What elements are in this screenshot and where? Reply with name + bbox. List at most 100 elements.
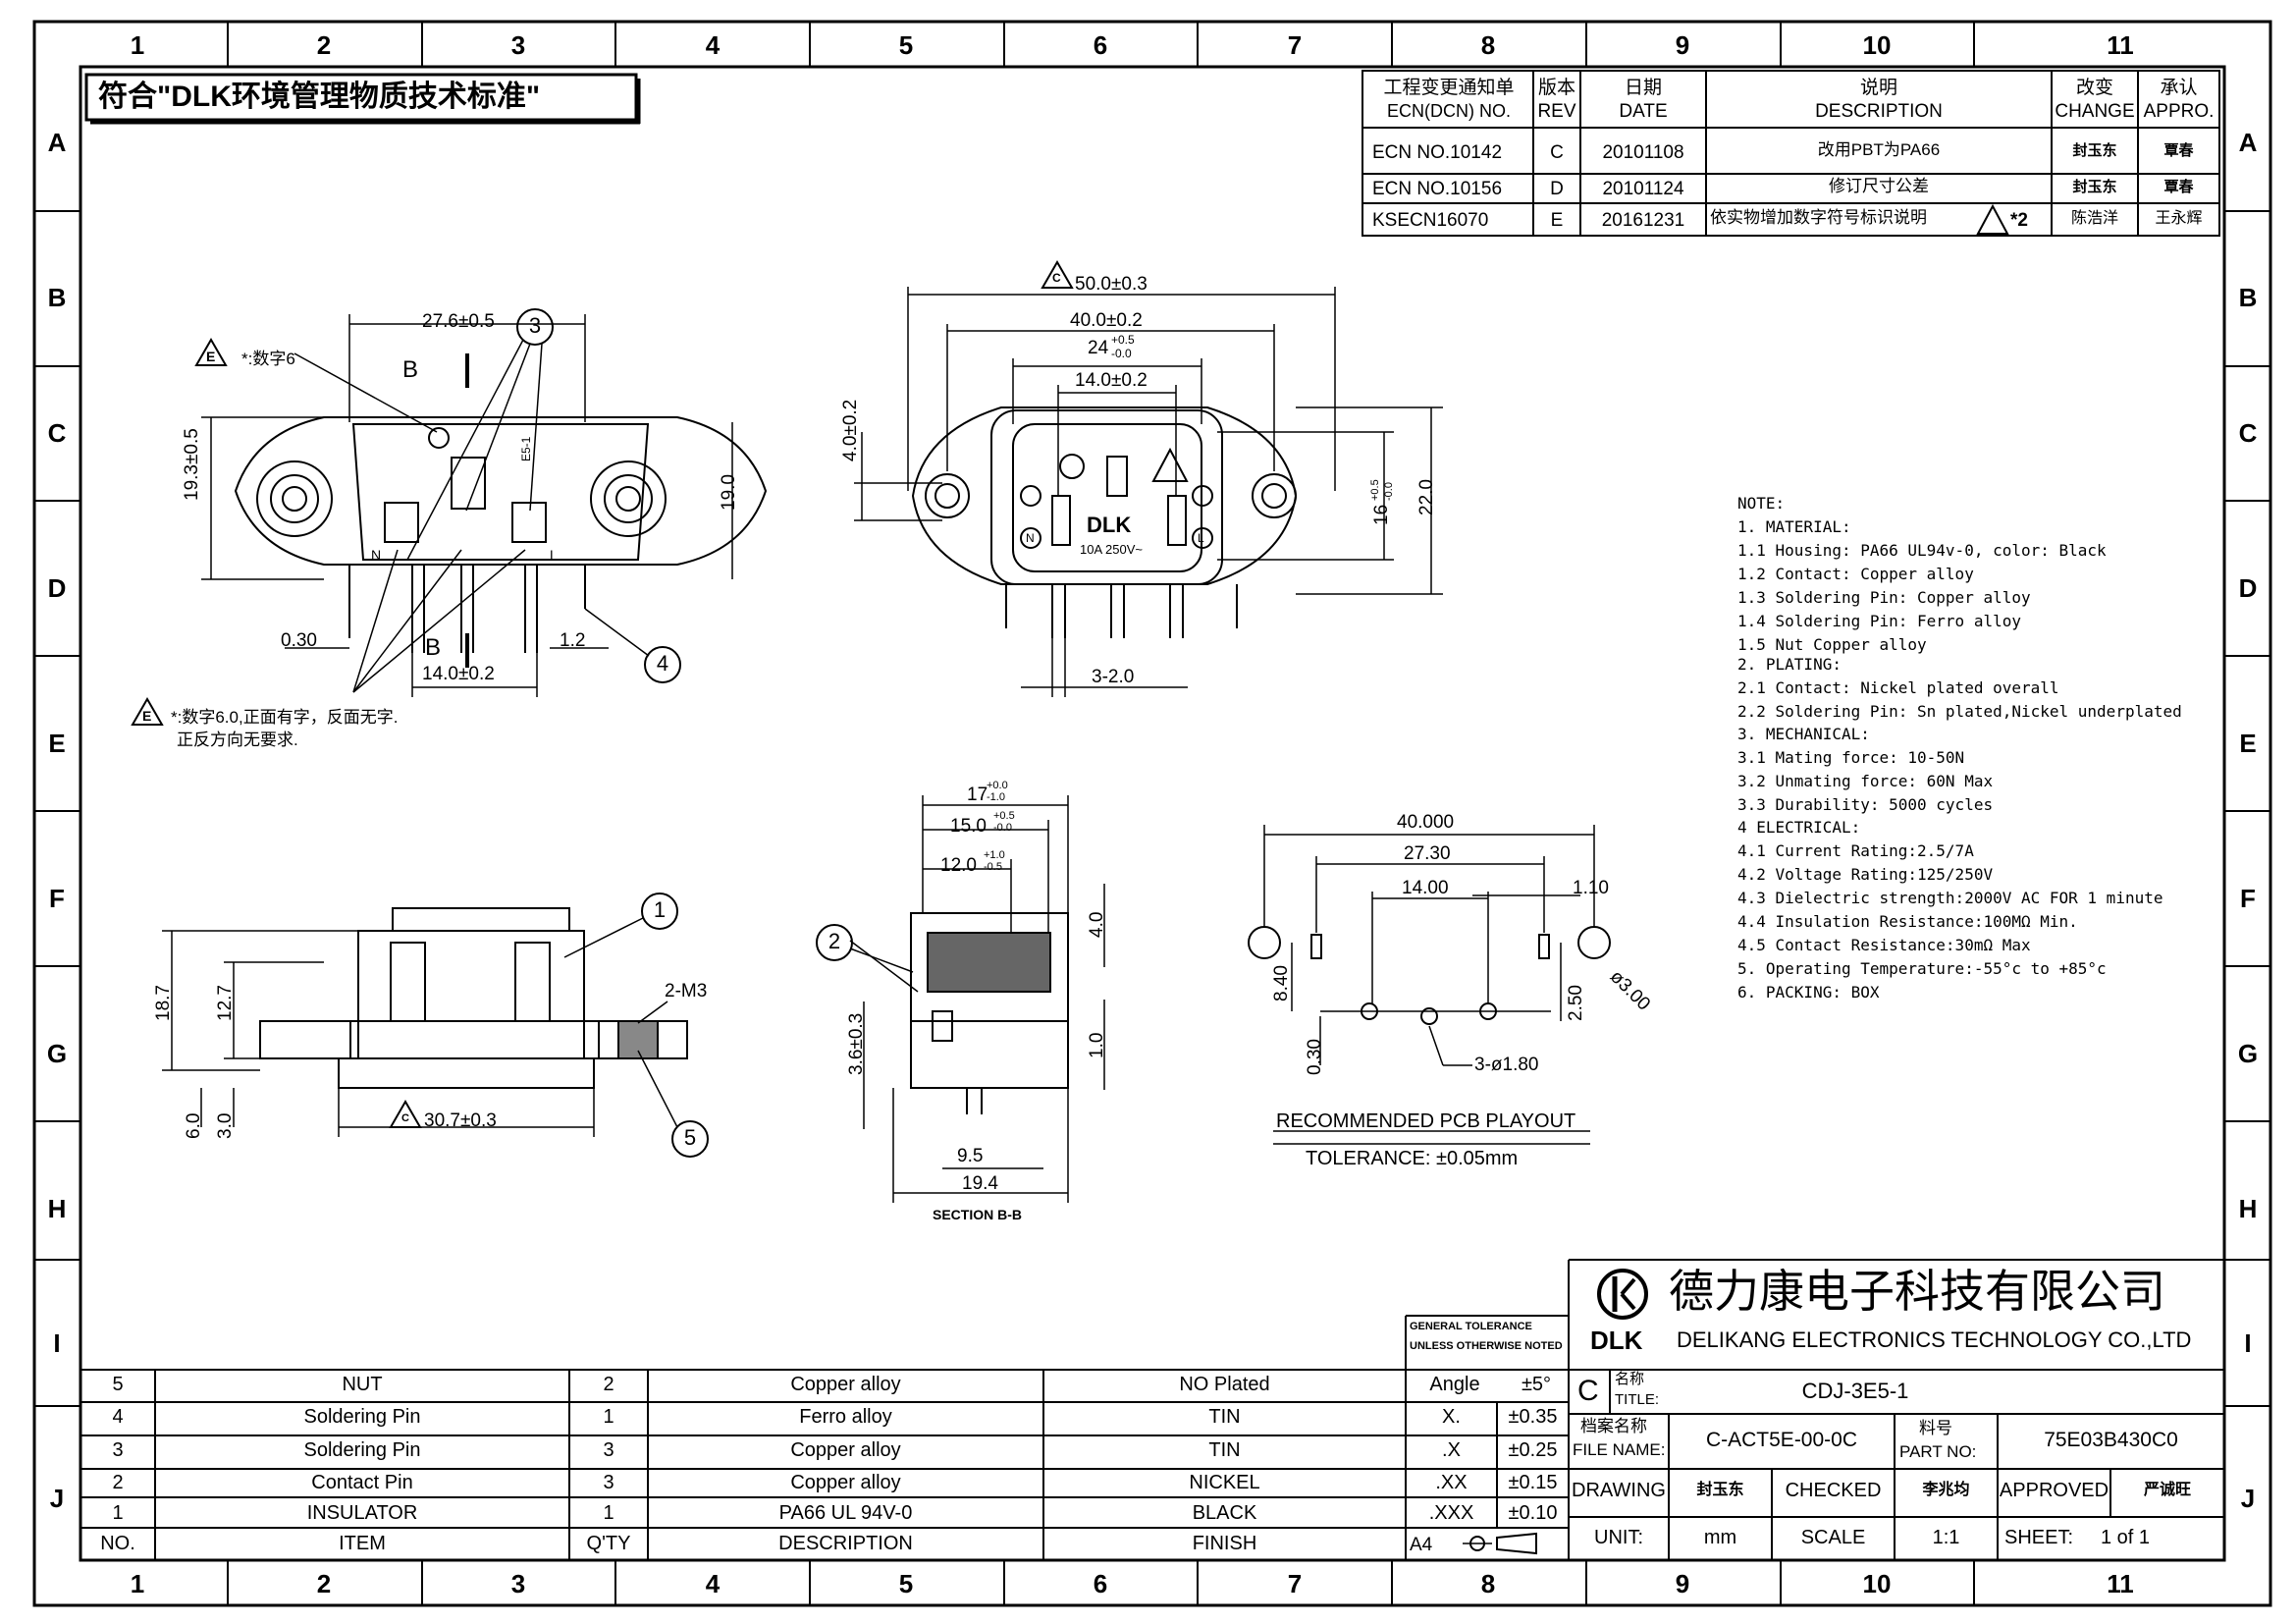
front-view-drawing	[854, 259, 1443, 697]
note-line-14: 4 ELECTRICAL:	[1737, 818, 1861, 837]
bv-pin-label-n: N	[371, 547, 382, 563]
rev-row-1-ecn: ECN NO.10142	[1372, 142, 1503, 163]
dlk-logo-icon	[1597, 1269, 1648, 1320]
sec-callout-2: 2	[828, 929, 841, 953]
fv-dim-overall-h: 22.0	[1416, 479, 1437, 515]
revision-table-grid	[1362, 70, 2220, 237]
note-line-12: 3.2 Unmating force: 60N Max	[1737, 772, 1994, 790]
bv-note-digit6: *:数字6	[241, 350, 295, 368]
sec-dim-f: 1.0	[1087, 1032, 1107, 1058]
note-line-16: 4.2 Voltage Rating:125/250V	[1737, 865, 1994, 884]
fv-rating: 10A 250V~	[1080, 542, 1143, 557]
tol-dxx-key: .XX	[1435, 1472, 1468, 1493]
tb-checked-by: 李兆均	[1922, 1482, 1970, 1498]
bom-row-1-finish: BLACK	[1192, 1502, 1257, 1524]
fv-dim-mount: 40.0±0.2	[1070, 310, 1143, 331]
bv-note-digit60-line2: 正反方向无要求.	[177, 731, 298, 749]
note-line-3: 1.2 Contact: Copper alloy	[1737, 565, 1974, 583]
rev-row-3-change: 陈浩洋	[2070, 210, 2118, 227]
sec-dim-d: 4.0	[1087, 911, 1107, 938]
note-line-5: 1.4 Soldering Pin: Ferro alloy	[1737, 612, 2021, 630]
tb-company-en: DELIKANG ELECTRONICS TECHNOLOGY CO.,LTD	[1677, 1327, 2192, 1352]
bom-row-2-finish: NICKEL	[1189, 1472, 1260, 1493]
tb-title: CDJ-3E5-1	[1801, 1379, 1909, 1403]
rev-header-rev-cn: 版本	[1537, 78, 1575, 98]
rev-row-2-ecn: ECN NO.10156	[1372, 179, 1503, 199]
bv-dim-pin-pitch: 14.0±0.2	[422, 664, 495, 684]
note-line-8: 2.1 Contact: Nickel plated overall	[1737, 678, 2059, 697]
fv-dim-pin-w: 3-2.0	[1092, 667, 1135, 687]
zone-bottom-8: 8	[1480, 1569, 1496, 1598]
rev-header-change-en: CHANGE	[2055, 101, 2135, 122]
zone-top-4: 4	[705, 30, 721, 60]
fv-dim-inner-h-tol-top: +0.5	[1369, 479, 1381, 501]
sec-dim-c-tol-bot: -0.5	[984, 861, 1002, 873]
bom-row-3-no: 3	[112, 1439, 124, 1461]
tol-dxxx-key: .XXX	[1428, 1502, 1474, 1524]
tb-logo-text: DLK	[1590, 1326, 1643, 1355]
compliance-banner: 符合"DLK环境管理物质技术标准"	[98, 81, 541, 113]
tol-dx-key: .X	[1442, 1439, 1461, 1461]
bv-pin-label-l: L	[550, 547, 558, 563]
zone-bottom-6: 6	[1093, 1569, 1108, 1598]
note-line-13: 3.3 Durability: 5000 cycles	[1737, 795, 1994, 814]
zone-left-E: E	[48, 729, 66, 758]
tb-scale-label: SCALE	[1800, 1527, 1866, 1548]
tb-approved-label: APPROVED	[1999, 1480, 2109, 1501]
tb-unit: mm	[1703, 1527, 1737, 1548]
side-view-drawing	[162, 893, 709, 1158]
sv-callout-5: 5	[683, 1125, 697, 1150]
zone-top-11: 11	[2107, 30, 2134, 60]
zone-left-G: G	[46, 1039, 68, 1068]
fv-dim-overall: 50.0±0.3	[1075, 274, 1148, 295]
note-line-15: 4.1 Current Rating:2.5/7A	[1737, 841, 1974, 860]
sec-dim-b-tol-bot: -0.0	[993, 822, 1012, 834]
fv-dim-inner-h-tol-bot: -0.0	[1383, 482, 1395, 501]
fv-term-l: L	[1198, 531, 1204, 545]
bom-table-grid	[80, 1369, 1406, 1560]
rev-row-2-change: 封玉东	[2072, 179, 2117, 195]
tb-sheet-label: SHEET:	[2004, 1527, 2074, 1548]
fv-dim-inner-h: 16	[1371, 504, 1392, 525]
rev-row-1-change: 封玉东	[2072, 142, 2117, 159]
zone-left-I: I	[53, 1328, 61, 1358]
rev-row-1-date: 20101108	[1602, 142, 1684, 163]
bom-row-2-no: 2	[112, 1472, 124, 1493]
rev-header-ecn-en: ECN(DCN) NO.	[1387, 101, 1511, 121]
bv-callout-3: 3	[528, 313, 542, 338]
tb-part-label-en: PART NO:	[1899, 1442, 1977, 1461]
zone-top-8: 8	[1480, 30, 1496, 60]
pcb-layout-drawing	[1248, 825, 1611, 1145]
zone-right-C: C	[2238, 418, 2258, 448]
rev-header-date-en: DATE	[1619, 101, 1668, 122]
bom-row-2-qty: 3	[603, 1472, 614, 1493]
fv-dim-opening: 24	[1088, 338, 1109, 358]
note-line-21: 6. PACKING: BOX	[1737, 983, 1880, 1001]
sheet-frame	[32, 20, 2272, 1607]
tb-part-label-cn: 料号	[1919, 1419, 1952, 1437]
tb-drawing-by: 封玉东	[1696, 1482, 1744, 1498]
zone-bottom-5: 5	[898, 1569, 914, 1598]
sec-dim-a-tol-top: +0.0	[987, 780, 1008, 791]
bom-row-4-finish: TIN	[1208, 1406, 1241, 1428]
zone-bottom-4: 4	[705, 1569, 721, 1598]
tol-angle-key: Angle	[1429, 1374, 1480, 1395]
bom-row-4-desc: Ferro alloy	[799, 1406, 892, 1428]
rev-row-3-date: 20161231	[1601, 210, 1685, 231]
zone-right-B: B	[2238, 283, 2258, 312]
sec-dim-h: 19.4	[962, 1173, 998, 1194]
rev-header-approve-en: APPRO.	[2143, 101, 2215, 122]
tol-sheet-size: A4	[1410, 1535, 1433, 1555]
zone-right-H: H	[2238, 1194, 2258, 1223]
sec-label: SECTION B-B	[933, 1207, 1022, 1222]
zone-top-5: 5	[898, 30, 914, 60]
rev-header-approve-cn: 承认	[2160, 78, 2198, 98]
note-line-19: 4.5 Contact Resistance:30mΩ Max	[1737, 936, 2031, 954]
bom-header-item: ITEM	[339, 1533, 386, 1554]
bom-row-4-item: Soldering Pin	[303, 1406, 421, 1428]
bv-rev-mark-top: E	[206, 349, 216, 364]
tb-drawing-label: DRAWING	[1572, 1480, 1666, 1501]
rev-row-3-ecn: KSECN16070	[1372, 210, 1489, 231]
note-line-20: 5. Operating Temperature:-55°c to +85°c	[1737, 959, 2107, 978]
sv-thread: 2-M3	[665, 981, 708, 1001]
